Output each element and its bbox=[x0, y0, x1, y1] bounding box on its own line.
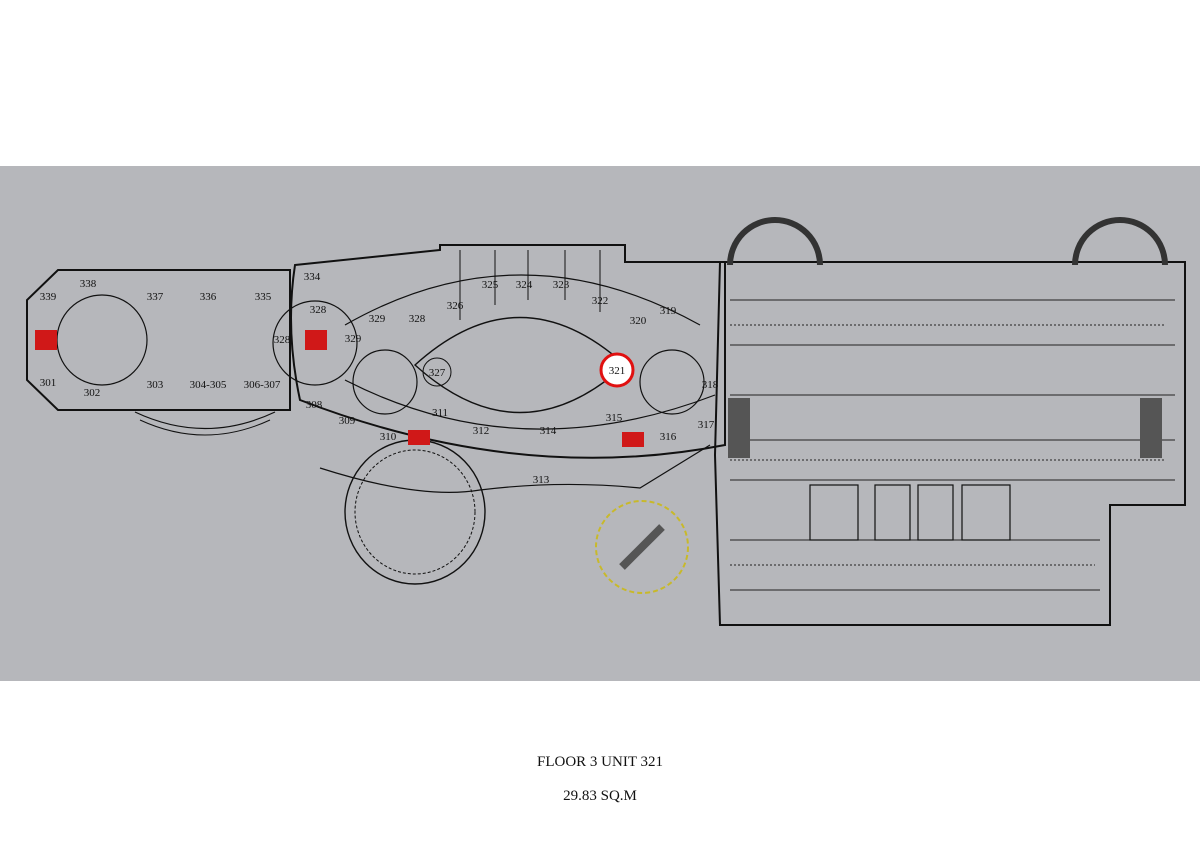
ramp-left bbox=[727, 217, 823, 266]
unit-label[interactable]: 326 bbox=[447, 300, 464, 312]
unit-label[interactable]: 338 bbox=[80, 278, 97, 290]
unit-label[interactable]: 314 bbox=[540, 425, 557, 437]
unit-label[interactable]: 312 bbox=[473, 425, 490, 437]
unit-label[interactable]: 328 bbox=[310, 304, 327, 316]
central-mall-outline bbox=[290, 244, 726, 459]
unit-label[interactable]: 304-305 bbox=[190, 379, 227, 391]
entrance-canopy bbox=[134, 411, 276, 430]
unit-label[interactable]: 313 bbox=[533, 474, 550, 486]
unit-label[interactable]: 328 bbox=[274, 334, 291, 346]
highlighted-unit-label: 321 bbox=[609, 365, 626, 377]
unit-label[interactable]: 316 bbox=[660, 431, 677, 443]
unit-label[interactable]: 302 bbox=[84, 387, 101, 399]
helipad-circle bbox=[595, 500, 689, 594]
unit-label[interactable]: 329 bbox=[369, 313, 386, 325]
unit-label[interactable]: 320 bbox=[630, 315, 647, 327]
unit-label[interactable]: 310 bbox=[380, 431, 397, 443]
unit-labels: 339 338 337 336 335 334 328 328 329 328 329 326 325 3… bbox=[40, 271, 719, 486]
hatched-dome bbox=[344, 439, 486, 585]
unit-label[interactable]: 334 bbox=[304, 271, 321, 283]
unit-label[interactable]: 318 bbox=[702, 379, 719, 391]
unit-label[interactable]: 306-307 bbox=[244, 379, 281, 391]
unit-label[interactable]: 322 bbox=[592, 295, 609, 307]
unit-label[interactable]: 308 bbox=[306, 399, 323, 411]
unit-label[interactable]: 324 bbox=[516, 279, 533, 291]
caption-area: 29.83 SQ.M bbox=[563, 788, 637, 804]
unit-label[interactable]: 319 bbox=[660, 305, 677, 317]
central-atrium bbox=[413, 316, 627, 414]
unit-label[interactable]: 315 bbox=[606, 412, 623, 424]
unit-label[interactable]: 301 bbox=[40, 377, 57, 389]
ramp-right bbox=[1072, 217, 1168, 266]
floor-plan-drawing: 339 338 337 336 335 334 328 328 329 328 329 326 325 3… bbox=[26, 217, 1186, 626]
unit-label[interactable]: 309 bbox=[339, 415, 356, 427]
west-atrium bbox=[56, 294, 148, 386]
unit-label[interactable]: 329 bbox=[345, 333, 362, 345]
caption-title: FLOOR 3 UNIT 321 bbox=[537, 754, 663, 770]
unit-label[interactable]: 317 bbox=[698, 419, 715, 431]
unit-label[interactable]: 336 bbox=[200, 291, 217, 303]
unit-label[interactable]: 328 bbox=[409, 313, 426, 325]
unit-label[interactable]: 303 bbox=[147, 379, 164, 391]
highlighted-unit-marker[interactable]: 321 bbox=[599, 352, 635, 388]
floor-plan: 339 338 337 336 335 334 328 328 329 328 329 326 325 3… bbox=[0, 166, 1200, 681]
unit-label[interactable]: 311 bbox=[432, 407, 448, 419]
unit-label[interactable]: 323 bbox=[553, 279, 570, 291]
unit-label[interactable]: 327 bbox=[429, 367, 446, 379]
unit-label[interactable]: 339 bbox=[40, 291, 57, 303]
west-wing-outline bbox=[26, 269, 291, 411]
unit-label[interactable]: 325 bbox=[482, 279, 499, 291]
unit-label[interactable]: 337 bbox=[147, 291, 164, 303]
parking-outline bbox=[713, 261, 1186, 626]
unit-label[interactable]: 335 bbox=[255, 291, 272, 303]
